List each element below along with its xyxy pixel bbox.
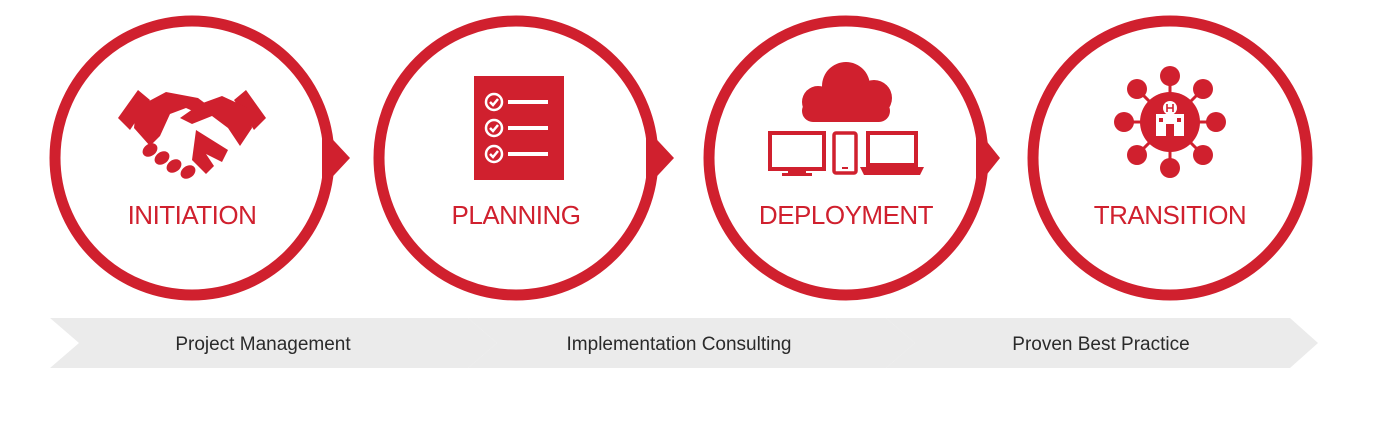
- phase-band-2: Implementation Consulting: [468, 318, 915, 368]
- laptop-icon: [860, 131, 924, 175]
- stage-label: TRANSITION: [1094, 200, 1246, 230]
- stage-deployment: DEPLOYMENT: [703, 15, 1000, 301]
- band-chevron: [886, 318, 1318, 368]
- hospital-network-icon: [1114, 66, 1226, 178]
- stage-initiation: INITIATION: [49, 15, 350, 301]
- stage-arrow: [322, 128, 350, 188]
- band-chevron: [468, 318, 915, 368]
- hospital-icon: [1156, 101, 1184, 136]
- cloud-icon: [802, 62, 892, 122]
- stage-label: PLANNING: [452, 200, 581, 230]
- cloud-devices-icon: [768, 62, 924, 176]
- phase-band-3: Proven Best Practice: [886, 318, 1318, 368]
- band-label: Project Management: [175, 334, 351, 355]
- stage-ring: [49, 15, 335, 301]
- band-label: Proven Best Practice: [1012, 334, 1189, 355]
- checklist-icon: [474, 76, 564, 180]
- stage-label: DEPLOYMENT: [759, 200, 934, 230]
- band-label: Implementation Consulting: [567, 334, 792, 355]
- phone-icon: [832, 131, 858, 175]
- stage-planning: PLANNING: [373, 15, 674, 301]
- band-chevron: [50, 318, 497, 368]
- phase-band-1: Project Management: [50, 318, 497, 368]
- handshake-icon: [118, 90, 266, 179]
- stage-transition: TRANSITION: [1027, 15, 1313, 301]
- stage-arrow: [646, 128, 674, 188]
- stage-arrow: [976, 128, 1000, 188]
- monitor-icon: [768, 131, 826, 176]
- stage-label: INITIATION: [128, 200, 257, 230]
